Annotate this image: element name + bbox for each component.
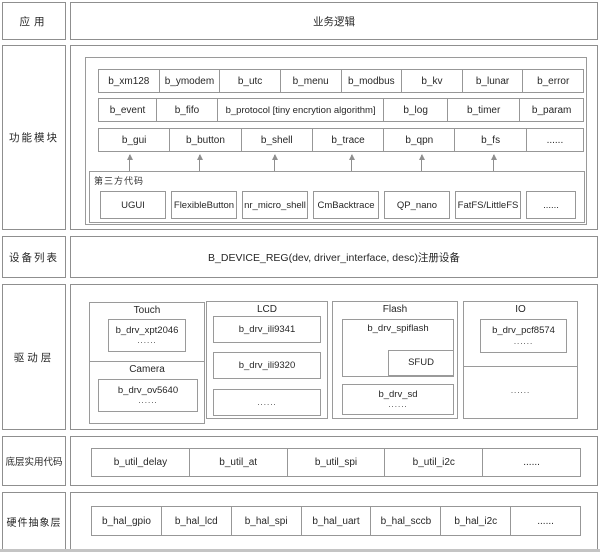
driver-chip-spiflash: b_drv_spiflash SFUD xyxy=(342,319,454,377)
module-cell: b_fs xyxy=(454,128,527,152)
module-cell: b_button xyxy=(169,128,242,152)
driver-group-lcd: LCD b_drv_ili9341 b_drv_ili9320 ...... xyxy=(206,301,328,419)
group-divider xyxy=(90,361,204,362)
module-cell: b_menu xyxy=(279,69,342,93)
module-cell: b_trace xyxy=(311,128,385,152)
hal-cell: b_hal_gpio xyxy=(91,506,162,536)
module-row-2: b_event b_fifo b_protocol [tiny encrytio… xyxy=(98,98,584,122)
util-cell: b_util_delay xyxy=(91,448,190,477)
util-cell: ...... xyxy=(482,448,581,477)
driver-chip-more: ...... xyxy=(213,389,321,416)
function-modules-layer-box: b_xm128 b_ymodem b_utc b_menu b_modbus b… xyxy=(70,45,598,230)
hal-cell: b_hal_sccb xyxy=(370,506,442,536)
third-party-item: ...... xyxy=(526,191,576,219)
layer-label-device-list: 设备列表 xyxy=(2,236,66,278)
module-cell: b_event xyxy=(98,98,158,122)
module-cell: b_gui xyxy=(98,128,171,152)
module-cell: b_log xyxy=(383,98,448,122)
third-party-item: CmBacktrace xyxy=(313,191,379,219)
hal-cell: ...... xyxy=(510,506,582,536)
driver-chip-sfud: SFUD xyxy=(388,350,454,376)
driver-chip-ili9320: b_drv_ili9320 xyxy=(213,352,321,379)
layer-label-driver: 驱动层 xyxy=(2,284,66,430)
driver-chip-ov5640: b_drv_ov5640 ...... xyxy=(98,379,198,412)
module-cell: b_param xyxy=(519,98,584,122)
io-more-text: ...... xyxy=(510,386,531,395)
arrow-head-icon xyxy=(491,154,497,160)
driver-group-touch-camera: Touch b_drv_xpt2046 ...... Camera b_drv_… xyxy=(89,302,205,424)
util-cell: b_util_at xyxy=(188,448,288,477)
module-row-3: b_gui b_button b_shell b_trace b_qpn b_f… xyxy=(98,128,585,152)
third-party-item: nr_micro_shell xyxy=(242,191,308,219)
third-party-label: 第三方代码 xyxy=(94,176,145,186)
hal-cell: b_hal_i2c xyxy=(440,506,512,536)
third-party-items: UGUI FlexibleButton nr_micro_shell CmBac… xyxy=(100,191,576,219)
driver-group-title-camera: Camera xyxy=(129,364,165,375)
layer-label-utils: 底层实用代码 xyxy=(2,436,66,486)
hal-layer-box: b_hal_gpio b_hal_lcd b_hal_spi b_hal_uar… xyxy=(70,492,598,550)
driver-chip-ili9341: b_drv_ili9341 xyxy=(213,316,321,343)
arrow-head-icon xyxy=(349,154,355,160)
driver-group-title-io: IO xyxy=(515,304,526,315)
arrow-head-icon xyxy=(419,154,425,160)
driver-group-title-flash: Flash xyxy=(382,304,408,315)
third-party-box: 第三方代码 UGUI FlexibleButton nr_micro_shell… xyxy=(89,171,585,223)
utils-row: b_util_delay b_util_at b_util_spi b_util… xyxy=(91,448,581,477)
module-cell: b_fifo xyxy=(156,98,218,122)
driver-group-io: IO b_drv_pcf8574 ...... ...... xyxy=(463,301,578,419)
driver-chip-xpt2046: b_drv_xpt2046 ...... xyxy=(108,319,186,352)
driver-group-title-touch: Touch xyxy=(133,305,161,316)
third-party-item: FlexibleButton xyxy=(171,191,237,219)
third-party-item: UGUI xyxy=(100,191,166,219)
module-cell: b_qpn xyxy=(383,128,456,152)
hal-cell: b_hal_lcd xyxy=(160,506,232,536)
group-divider xyxy=(464,366,577,367)
module-cell: b_timer xyxy=(447,98,521,122)
module-cell: b_utc xyxy=(219,69,281,93)
driver-layer-box: Touch b_drv_xpt2046 ...... Camera b_drv_… xyxy=(70,284,598,430)
driver-group-flash: Flash b_drv_spiflash SFUD b_drv_sd .....… xyxy=(332,301,458,419)
arrow-head-icon xyxy=(197,154,203,160)
util-cell: b_util_spi xyxy=(286,448,386,477)
module-cell: b_xm128 xyxy=(98,69,160,93)
business-logic-text: 业务逻辑 xyxy=(313,15,355,28)
driver-group-title-lcd: LCD xyxy=(256,304,277,315)
bottom-edge-bar xyxy=(0,549,600,552)
driver-chip-sd: b_drv_sd ...... xyxy=(342,384,454,415)
layer-label-hal: 硬件抽象层 xyxy=(2,492,66,550)
module-cell: b_lunar xyxy=(461,69,524,93)
hal-cell: b_hal_uart xyxy=(300,506,372,536)
module-row-1: b_xm128 b_ymodem b_utc b_menu b_modbus b… xyxy=(98,69,584,93)
layer-label-application: 应用 xyxy=(2,2,66,40)
util-cell: b_util_i2c xyxy=(384,448,484,477)
arrow-head-icon xyxy=(127,154,133,160)
module-cell: b_kv xyxy=(401,69,463,93)
hal-cell: b_hal_spi xyxy=(230,506,302,536)
device-list-layer-box: B_DEVICE_REG(dev, driver_interface, desc… xyxy=(70,236,598,278)
layer-label-function-modules: 功能模块 xyxy=(2,45,66,230)
module-cell: b_shell xyxy=(240,128,313,152)
module-cell: ...... xyxy=(525,128,585,152)
device-register-text: B_DEVICE_REG(dev, driver_interface, desc… xyxy=(208,251,460,264)
utils-layer-box: b_util_delay b_util_at b_util_spi b_util… xyxy=(70,436,598,486)
module-cell: b_modbus xyxy=(340,69,403,93)
module-cell: b_protocol [tiny encrytion algorithm] xyxy=(216,98,385,122)
third-party-item: FatFS/LittleFS xyxy=(455,191,521,219)
third-party-item: QP_nano xyxy=(384,191,450,219)
application-layer-box: 业务逻辑 xyxy=(70,2,598,40)
module-cell: b_ymodem xyxy=(158,69,221,93)
hal-row: b_hal_gpio b_hal_lcd b_hal_spi b_hal_uar… xyxy=(91,506,582,536)
driver-chip-pcf8574: b_drv_pcf8574 ...... xyxy=(480,319,567,353)
module-cell: b_error xyxy=(522,69,584,93)
arrow-head-icon xyxy=(272,154,278,160)
